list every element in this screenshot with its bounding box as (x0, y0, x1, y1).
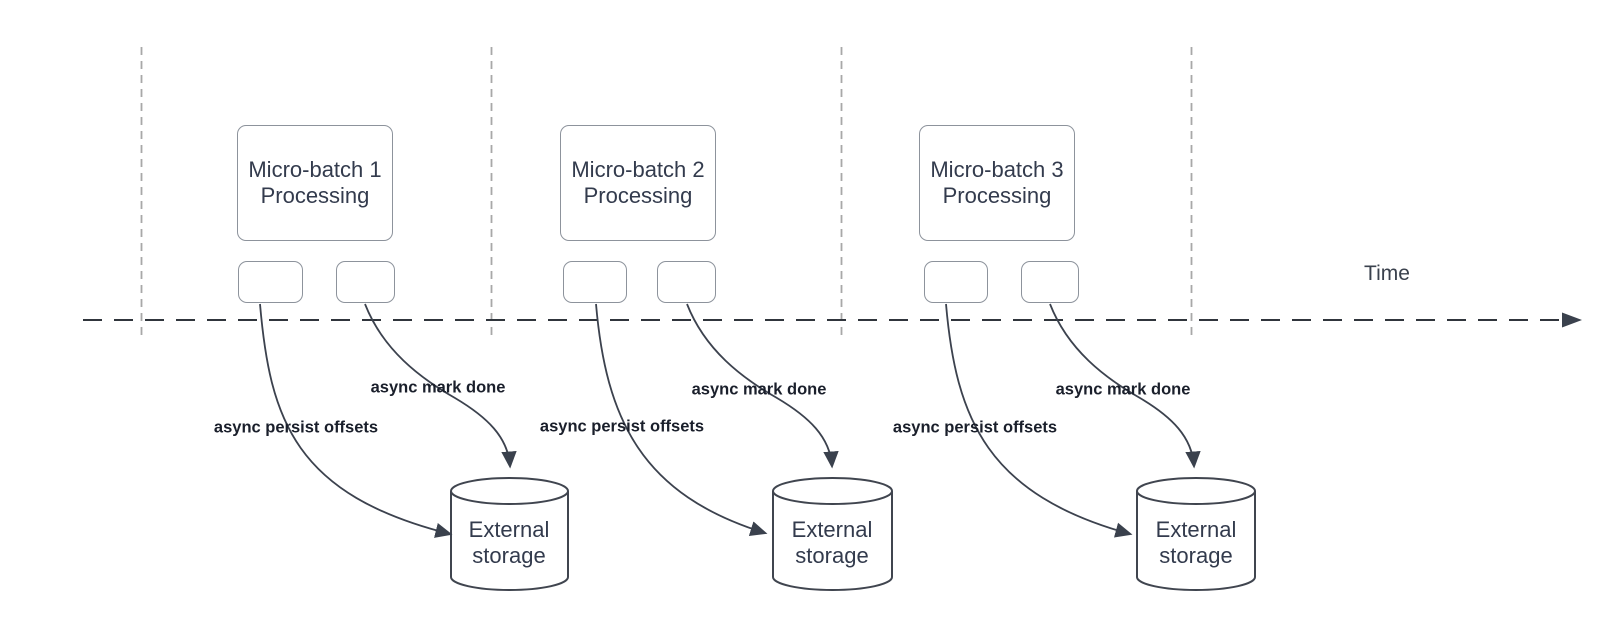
external-storage-label: External storage (1155, 517, 1237, 568)
done-task-chip (657, 261, 716, 303)
mark-done-arrow (686, 303, 839, 469)
offset-task-chip (238, 261, 303, 303)
mark-done-arrow (1049, 303, 1201, 469)
mark-done-arrow (364, 303, 517, 469)
external-storage-cylinder-icon (1136, 477, 1256, 591)
persist-offsets-label: async persist offsets (213, 418, 379, 437)
time-axis-label: Time (1364, 262, 1410, 285)
micro-batch-subtitle: Processing (942, 183, 1052, 208)
persist-offsets-arrow (595, 303, 768, 537)
external-storage-label: External storage (791, 517, 873, 568)
micro-batch-title: Micro-batch 1 (248, 157, 382, 182)
mark-done-label: async mark done (691, 380, 827, 399)
micro-batch-title: Micro-batch 3 (930, 157, 1064, 182)
persist-offsets-label: async persist offsets (539, 417, 705, 436)
micro-batch-title: Micro-batch 2 (571, 157, 705, 182)
external-storage-label: External storage (468, 517, 550, 568)
external-storage-cylinder-icon (772, 477, 893, 591)
micro-batch-subtitle: Processing (260, 183, 370, 208)
offset-task-chip (924, 261, 988, 303)
persist-offsets-label: async persist offsets (892, 418, 1058, 437)
time-axis-arrowhead-icon (1562, 312, 1582, 328)
external-storage-cylinder-icon (450, 477, 569, 591)
done-task-chip (1021, 261, 1079, 303)
mark-done-label: async mark done (1055, 380, 1191, 399)
persist-offsets-arrow (945, 303, 1133, 538)
done-task-chip (336, 261, 395, 303)
micro-batch-2-box: Micro-batch 2 Processing (560, 125, 716, 241)
micro-batch-subtitle: Processing (583, 183, 693, 208)
micro-batch-1-box: Micro-batch 1 Processing (237, 125, 393, 241)
offset-task-chip (563, 261, 627, 303)
micro-batch-3-box: Micro-batch 3 Processing (919, 125, 1075, 241)
mark-done-label: async mark done (370, 378, 506, 397)
persist-offsets-arrow (259, 303, 453, 538)
